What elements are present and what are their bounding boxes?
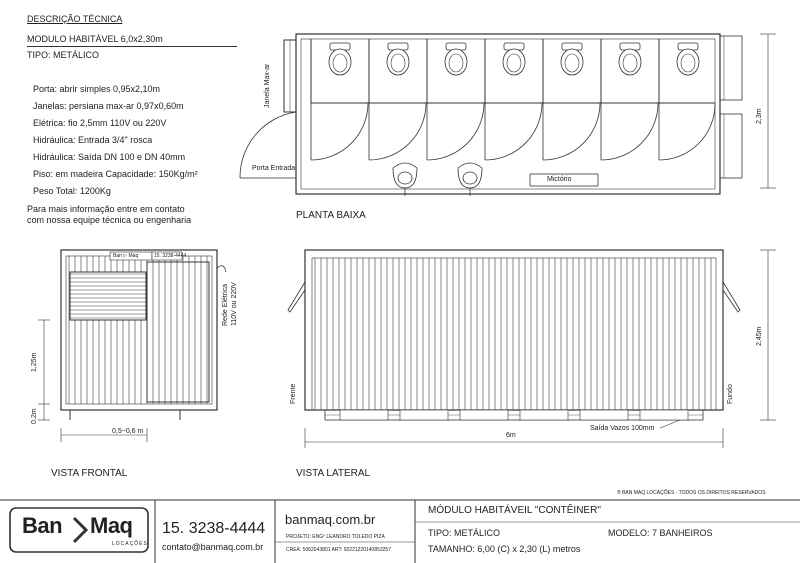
spec-heading: DESCRIÇÃO TÉCNICA xyxy=(27,14,123,24)
contact-note: com nossa equipe técnica ou engenharia xyxy=(27,215,192,225)
front-side-label: Frente xyxy=(290,383,297,404)
footer-email[interactable]: contato@banmaq.com.br xyxy=(162,542,264,552)
footer-model: MODELO: 7 BANHEIROS xyxy=(608,528,713,538)
footer-crea: CREA: 5062043801 ART: 92221220140853257 xyxy=(286,547,391,553)
plate-brand: Ban ▷ Maq xyxy=(113,253,139,259)
front-title: VISTA FRONTAL xyxy=(51,468,128,479)
logo-maq: Maq xyxy=(90,513,133,538)
spec-item: Porta: abrir simples 0,95x2,10m xyxy=(33,84,161,94)
side-title: VISTA LATERAL xyxy=(296,468,371,479)
elec-label: Rede Elétrica xyxy=(222,283,229,326)
spec-item: Janelas: persiana max-ar 0,97x0,60m xyxy=(33,101,184,111)
urinal-label: Mictório xyxy=(547,176,572,183)
dim-125: 1,25m xyxy=(31,352,38,372)
footer-size: TAMANHO: 6,00 (C) x 2,30 (L) metros xyxy=(428,544,581,554)
footer-type: TIPO: METÁLICO xyxy=(428,528,501,538)
spec-item: Piso: em madeira Capacidade: 150Kg/m² xyxy=(33,169,198,179)
window-label: Janela Max-ar xyxy=(264,63,271,108)
drain-label: Saída Vazos 100mm xyxy=(590,425,655,432)
logo-sub: LOCAÇÕES xyxy=(112,541,148,547)
spec-item: Elétrica: fio 2,5mm 110V ou 220V xyxy=(33,118,167,128)
footer-product: MÓDULO HABITÁVEIL "CONTÊINER" xyxy=(428,505,601,516)
footer-website[interactable]: banmaq.com.br xyxy=(285,512,376,527)
sinks xyxy=(392,162,483,196)
toilets xyxy=(328,42,700,76)
footer-project: PROJETO: ENGº LEANDRO TOLEDO PIZA xyxy=(286,534,385,540)
footer-phone: 15. 3238-4444 xyxy=(162,520,266,537)
plan-title: PLANTA BAIXA xyxy=(296,210,366,221)
plan-width-dim: 2,3m xyxy=(756,108,763,124)
dim-02: 0,2m xyxy=(31,408,38,424)
spec-item: Hidráulica: Saída DN 100 e DN 40mm xyxy=(33,152,186,162)
title-block xyxy=(0,499,800,563)
plate-phone: 15. 3238-4444 xyxy=(154,253,187,259)
spec-model: MODULO HABITÁVEL 6,0x2,30m xyxy=(27,34,163,44)
front-view xyxy=(38,249,227,442)
spec-item: Hidráulica: Entrada 3/4" rosca xyxy=(33,135,153,145)
side-height-dim: 2,45m xyxy=(756,326,763,346)
side-length-dim: 6m xyxy=(506,432,516,439)
floor-plan xyxy=(239,33,776,195)
elec-label: 110V ou 220V xyxy=(231,282,238,326)
logo-ban: Ban xyxy=(22,513,63,538)
side-view xyxy=(287,249,776,448)
contact-note: Para mais informação entre em contato xyxy=(27,204,185,214)
spec-type: TIPO: METÁLICO xyxy=(27,50,100,60)
dim-door-width: 0,5~0,6 m xyxy=(112,428,144,435)
copyright: ® BAN MAQ LOCAÇÕES - TODOS OS DIREITOS R… xyxy=(617,490,766,496)
back-side-label: Fundo xyxy=(727,384,734,404)
spec-rule xyxy=(27,46,237,47)
door-label: Porta Entrada xyxy=(252,165,296,172)
spec-item: Peso Total: 1200Kg xyxy=(33,186,111,196)
